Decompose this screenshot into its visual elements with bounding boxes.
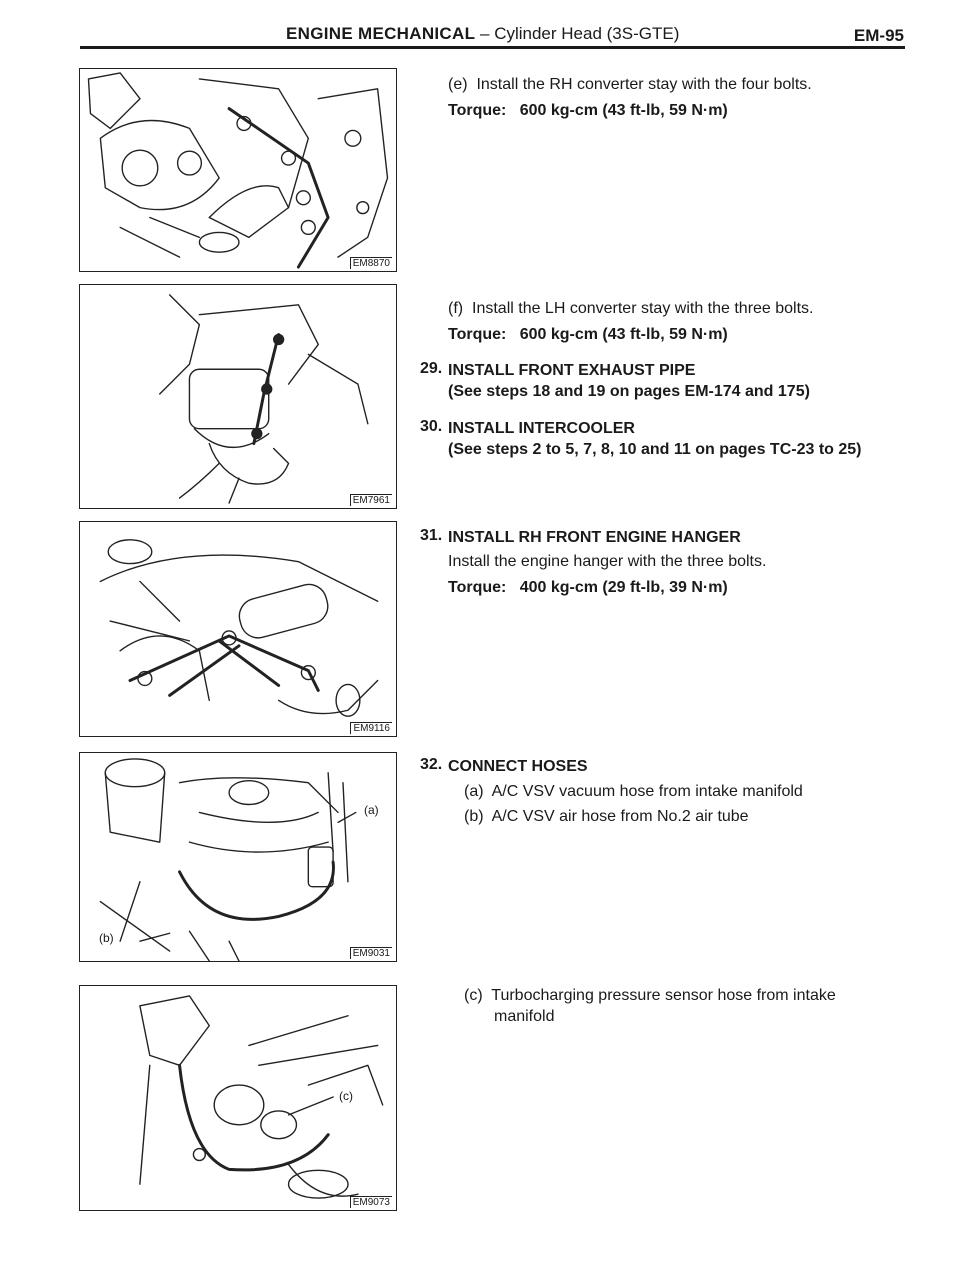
item-label: (c)	[464, 987, 483, 1004]
figure-hoses-a-b: (a) (b) EM9031	[79, 752, 397, 962]
header-separator: –	[475, 24, 495, 43]
torque-label: Torque:	[448, 579, 507, 596]
step-31-text: Install the engine hanger with the three…	[448, 553, 767, 570]
step-30-title: INSTALL INTERCOOLER	[448, 420, 635, 437]
item-32a: (a) A/C VSV vacuum hose from intake mani…	[464, 781, 803, 802]
callout-b: (b)	[98, 931, 115, 945]
figure-code: EM8870	[349, 257, 392, 269]
item-text: A/C VSV vacuum hose from intake manifold	[491, 783, 803, 800]
torque-label: Torque:	[448, 102, 507, 119]
step-29-number: 29.	[420, 360, 443, 377]
item-text: Turbocharging pressure sensor hose from …	[491, 987, 836, 1004]
callout-a: (a)	[363, 803, 380, 817]
step-30-number: 30.	[420, 418, 443, 435]
header-rule	[80, 46, 905, 49]
step-29-note: (See steps 18 and 19 on pages EM-174 and…	[448, 383, 810, 400]
step-30-note: (See steps 2 to 5, 7, 8, 10 and 11 on pa…	[448, 441, 862, 458]
engine-illustration	[87, 72, 389, 269]
page-header: ENGINE MECHANICAL – Cylinder Head (3S-GT…	[80, 24, 904, 48]
engine-illustration	[99, 758, 357, 961]
figure-rh-converter-stay: EM8870	[79, 68, 397, 272]
figure-code: EM9031	[349, 947, 392, 959]
engine-illustration	[99, 539, 379, 717]
item-text: A/C VSV air hose from No.2 air tube	[491, 808, 749, 825]
torque-value: 600 kg-cm (43 ft-lb, 59 N·m)	[519, 102, 728, 119]
figure-code: EM9073	[349, 1196, 392, 1208]
torque-label: Torque:	[448, 326, 507, 343]
item-e: (e) Install the RH converter stay with t…	[448, 74, 812, 95]
engine-illustration	[139, 995, 384, 1199]
callout-c: (c)	[338, 1089, 354, 1103]
item-label: (b)	[464, 808, 484, 825]
page-number: EM-95	[853, 26, 904, 45]
item-text: Install the RH converter stay with the f…	[476, 76, 812, 93]
figure-lh-converter-stay: EM7961	[79, 284, 397, 509]
figure-code: EM9116	[350, 722, 392, 734]
item-label: (a)	[464, 783, 484, 800]
item-label: (f)	[448, 300, 464, 317]
item-text: Install the LH converter stay with the t…	[472, 300, 814, 317]
figure-engine-hanger: EM9116	[79, 521, 397, 737]
torque-31: Torque: 400 kg-cm (29 ft-lb, 39 N·m)	[448, 577, 728, 598]
step-32-title: CONNECT HOSES	[448, 758, 588, 775]
torque-value: 600 kg-cm (43 ft-lb, 59 N·m)	[519, 326, 728, 343]
header-title: ENGINE MECHANICAL – Cylinder Head (3S-GT…	[286, 24, 679, 44]
step-31-number: 31.	[420, 527, 443, 544]
item-32b: (b) A/C VSV air hose from No.2 air tube	[464, 806, 749, 827]
figure-code: EM7961	[349, 494, 392, 506]
item-label: (e)	[448, 76, 468, 93]
header-section: ENGINE MECHANICAL	[286, 24, 476, 43]
header-subtitle: Cylinder Head (3S-GTE)	[494, 24, 680, 43]
item-f: (f) Install the LH converter stay with t…	[448, 298, 814, 319]
step-31-title: INSTALL RH FRONT ENGINE HANGER	[448, 529, 741, 546]
step-32-number: 32.	[420, 756, 443, 773]
torque-value: 400 kg-cm (29 ft-lb, 39 N·m)	[519, 579, 728, 596]
item-32c-cont: manifold	[494, 1008, 555, 1025]
figure-hose-c: (c) EM9073	[79, 985, 397, 1211]
engine-illustration	[159, 294, 369, 504]
torque-f: Torque: 600 kg-cm (43 ft-lb, 59 N·m)	[448, 324, 728, 345]
torque-e: Torque: 600 kg-cm (43 ft-lb, 59 N·m)	[448, 100, 728, 121]
step-29-title: INSTALL FRONT EXHAUST PIPE	[448, 362, 696, 379]
item-32c: (c) Turbocharging pressure sensor hose f…	[464, 985, 836, 1006]
